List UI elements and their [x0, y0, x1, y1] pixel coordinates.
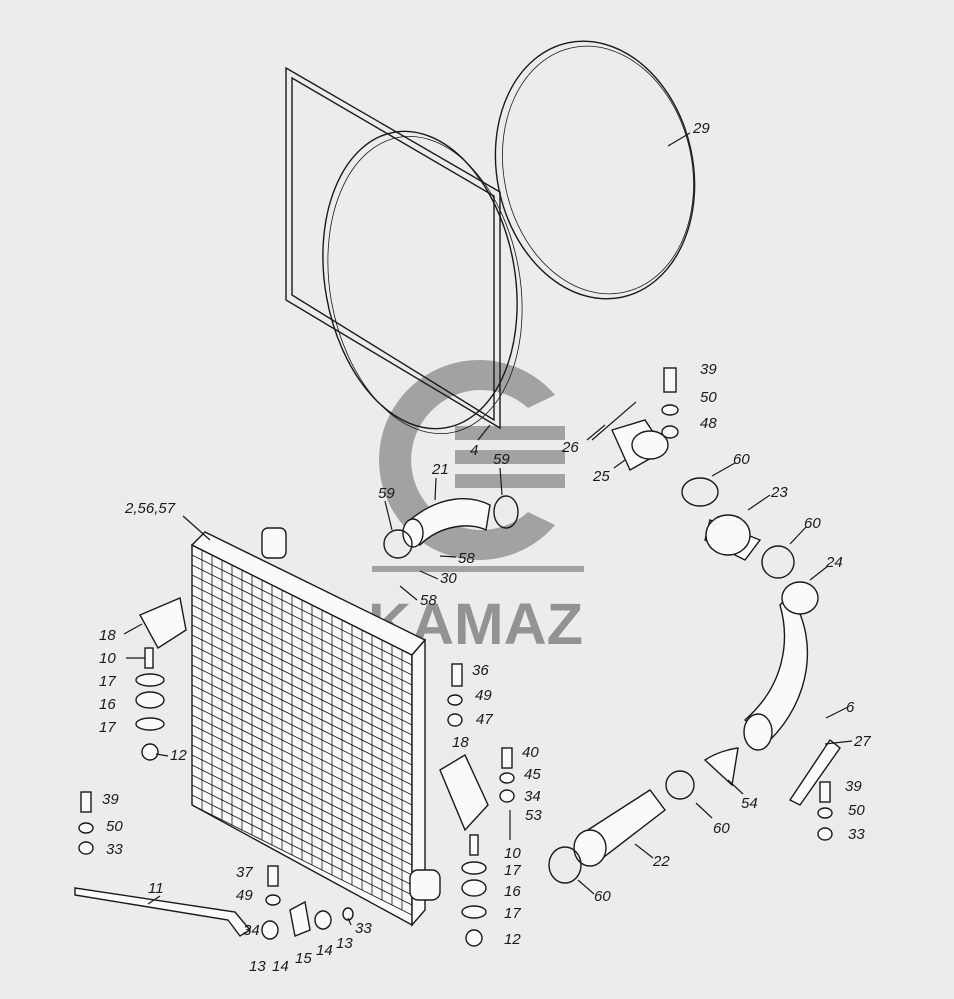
- callout-16-right: 16: [504, 883, 521, 900]
- callout-23: 23: [770, 484, 788, 501]
- radiator-core: [190, 527, 441, 927]
- callout-60-a: 60: [733, 451, 750, 468]
- callout-17-left-b: 17: [99, 719, 116, 736]
- leader-lines: [123, 132, 853, 926]
- clamp-59-right: [493, 495, 519, 529]
- callout-33-right: 33: [848, 826, 865, 843]
- callout-27: 27: [853, 733, 871, 750]
- bracket-15: [289, 900, 311, 937]
- callout-17-right-b: 17: [504, 905, 521, 922]
- callout-37: 37: [236, 864, 253, 881]
- callout-13-b: 13: [336, 935, 353, 952]
- callout-18-right: 18: [452, 734, 469, 751]
- bracket-27: [788, 738, 841, 806]
- callout-25: 25: [592, 468, 610, 485]
- clamp-60-b: [761, 545, 795, 579]
- callout-22: 22: [652, 853, 670, 870]
- callout-10-right: 10: [504, 845, 521, 862]
- tie-rod-11: [74, 887, 252, 937]
- callout-16-left: 16: [99, 696, 116, 713]
- callout-45: 45: [524, 766, 541, 783]
- callout-39-top: 39: [700, 361, 717, 378]
- bracket-54: [703, 747, 739, 787]
- callout-58-b: 58: [420, 592, 437, 609]
- callout-18-left: 18: [99, 627, 116, 644]
- clamp-60-a: [681, 477, 719, 507]
- fan-ring: [494, 40, 696, 300]
- callout-36: 36: [472, 662, 489, 679]
- callout-10-left: 10: [99, 650, 116, 667]
- outlet-pipe-25: [611, 419, 669, 471]
- callout-58-a: 58: [458, 550, 475, 567]
- callout-17-right-a: 17: [504, 862, 521, 879]
- callout-60-b: 60: [804, 515, 821, 532]
- mount-set-right: [461, 834, 487, 947]
- clamp-60-d: [548, 846, 582, 884]
- callout-14-b: 14: [316, 942, 333, 959]
- callout-labels: 29 4 39 50 48 26 25 60 23 60 24 21 59 59…: [99, 120, 871, 975]
- callout-47: 47: [476, 711, 493, 728]
- callout-39-right: 39: [845, 778, 862, 795]
- callout-59-right: 59: [493, 451, 510, 468]
- callout-59-left: 59: [378, 485, 395, 502]
- callout-33-left: 33: [106, 841, 123, 858]
- kamaz-logo-bar-2: [455, 450, 565, 464]
- hose-22: [573, 789, 666, 867]
- callout-11: 11: [148, 880, 164, 897]
- fasteners: [78, 367, 833, 940]
- callout-48: 48: [700, 415, 717, 432]
- callout-26: 26: [561, 439, 579, 456]
- callout-12-right: 12: [504, 931, 521, 948]
- callout-49-bottom: 49: [236, 887, 253, 904]
- callout-49-mid: 49: [475, 687, 492, 704]
- radiator-core-grid: [191, 544, 413, 916]
- callout-60-c: 60: [713, 820, 730, 837]
- bracket-18-left: [139, 597, 187, 649]
- callout-50-top: 50: [700, 389, 717, 406]
- callout-30: 30: [440, 570, 457, 587]
- callout-50-left: 50: [106, 818, 123, 835]
- bracket-18-right: [439, 753, 489, 832]
- callout-34-mid: 34: [524, 788, 541, 805]
- pipe-24: [743, 581, 819, 751]
- callout-33-bottom: 33: [355, 920, 372, 937]
- callout-29: 29: [692, 120, 710, 137]
- callout-13-a: 13: [249, 958, 266, 975]
- callout-34-bottom: 34: [243, 922, 260, 939]
- clamp-59-left: [383, 529, 413, 559]
- callout-53: 53: [525, 807, 542, 824]
- callout-12-left: 12: [170, 747, 187, 764]
- hose-23: [704, 514, 762, 561]
- callout-50-right: 50: [848, 802, 865, 819]
- kamaz-logo-bar-1: [455, 426, 565, 440]
- callout-40: 40: [522, 744, 539, 761]
- callout-21: 21: [431, 461, 449, 478]
- upper-hose-21: [402, 498, 491, 548]
- callout-15: 15: [295, 950, 312, 967]
- callout-60-d: 60: [594, 888, 611, 905]
- clamp-60-c: [665, 770, 695, 800]
- callout-14-a: 14: [272, 958, 289, 975]
- kamaz-logo-underline: [372, 566, 584, 572]
- callout-24: 24: [825, 554, 843, 571]
- callout-54: 54: [741, 795, 758, 812]
- kamaz-logo-bar-3: [455, 474, 565, 488]
- callout-6: 6: [846, 699, 855, 716]
- callout-2-56-57: 2,56,57: [124, 500, 176, 517]
- callout-4: 4: [470, 442, 478, 459]
- mount-set-left: [135, 647, 165, 761]
- fan-shroud-frame: [285, 66, 523, 435]
- callout-17-left-a: 17: [99, 673, 116, 690]
- callout-39-left: 39: [102, 791, 119, 808]
- rod-26: [591, 401, 637, 441]
